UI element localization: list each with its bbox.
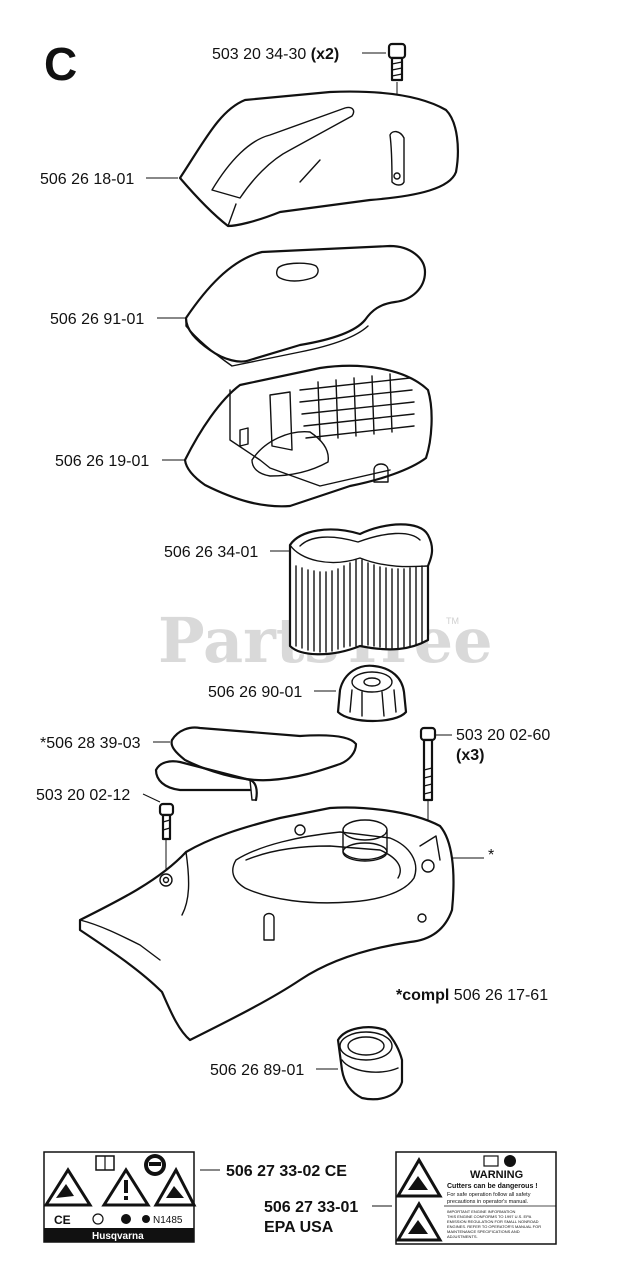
warning-triangle-icon (101, 1167, 151, 1207)
warning-triangle-icon (395, 1201, 443, 1242)
label-long-screw[interactable]: 503 20 02-60 (456, 727, 550, 744)
epa-info-line: ENGINES. REFER TO OPERATOR'S MANUAL FOR (447, 1224, 541, 1229)
ce-mark: CE (54, 1213, 71, 1227)
cert-icon (121, 1214, 131, 1224)
manual-book-icon (95, 1155, 115, 1171)
label-long-screw-qty[interactable]: (x3) (456, 747, 484, 764)
epa-info-line: IMPORTANT ENGINE INFORMATION (447, 1209, 515, 1214)
label-decal-ce[interactable]: 506 27 33-02 CE (226, 1163, 347, 1180)
epa-warning-line3: precautions in operator's manual. (447, 1199, 529, 1205)
decal-ce: CE N1485 Husqvarna (43, 1151, 197, 1243)
gasket (154, 726, 358, 802)
epa-info-line: MAINTENANCE SPECIFICATIONS AND (447, 1229, 520, 1234)
label-decal-epa[interactable]: 506 27 33-01 (264, 1199, 358, 1216)
label-compl[interactable]: *compl 506 26 17-61 (396, 987, 548, 1004)
label-grommet[interactable]: 506 26 89-01 (210, 1062, 304, 1079)
filter (288, 523, 434, 656)
recycle-icon (92, 1213, 104, 1225)
warning-triangle-icon (43, 1167, 93, 1207)
ppe-helmet-icon (504, 1155, 516, 1167)
label-decal-epa-region[interactable]: EPA USA (264, 1219, 334, 1236)
manual-book-icon (483, 1155, 499, 1167)
label-gasket[interactable]: *506 28 39-03 (40, 735, 141, 752)
epa-info-line: THIS ENGINE CONFORMS TO 1997 U.S. EPA (447, 1214, 532, 1219)
epa-info-line: ADJUSTMENTS. (447, 1234, 478, 1239)
epa-info-line: EMISSION REGULATION FOR SMALL NONROAD (447, 1219, 539, 1224)
section-letter: C (44, 38, 77, 90)
label-holder[interactable]: 506 26 19-01 (55, 453, 149, 470)
holder (183, 364, 433, 508)
knob (336, 664, 408, 722)
label-base-marker[interactable]: * (488, 847, 494, 864)
watermark-tm: TM (446, 616, 459, 626)
warning-triangle-icon (153, 1166, 197, 1207)
label-screw-top[interactable]: 503 20 34-30 (x2) (212, 46, 339, 63)
epa-warning-line1: Cutters can be dangerous ! (447, 1183, 538, 1190)
label-cover[interactable]: 506 26 18-01 (40, 171, 134, 188)
n1485-mark: N1485 (153, 1215, 183, 1226)
grommet (336, 1026, 404, 1101)
epa-warning-line2: For safe operation follow all safety (447, 1192, 531, 1198)
label-pad[interactable]: 506 26 91-01 (50, 311, 144, 328)
epa-warning-title: WARNING (470, 1169, 523, 1181)
warning-triangle-icon (395, 1157, 443, 1198)
decal-epa: WARNING Cutters can be dangerous ! For s… (395, 1151, 557, 1245)
cover (178, 90, 459, 228)
label-knob[interactable]: 506 26 90-01 (208, 684, 302, 701)
base-housing (78, 806, 455, 1042)
cert-mark-icon (142, 1215, 150, 1223)
label-screw-small[interactable]: 503 20 02-12 (36, 787, 130, 804)
pad (184, 244, 427, 367)
long-screw (419, 726, 437, 862)
ppe-helmet-icon (144, 1154, 166, 1176)
label-filter[interactable]: 506 26 34-01 (164, 544, 258, 561)
husqvarna-brand: Husqvarna (92, 1231, 144, 1242)
